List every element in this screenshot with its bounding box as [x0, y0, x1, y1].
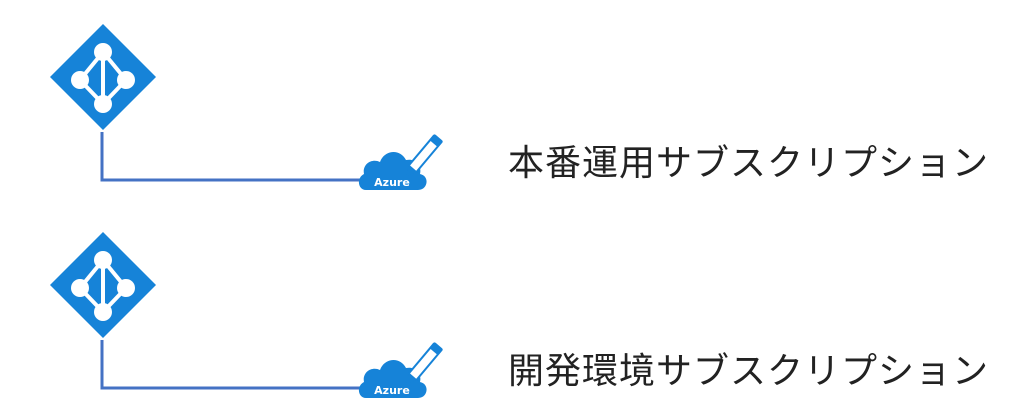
azure-active-directory-icon — [50, 232, 156, 338]
subscription-label: 開発環境サブスクリプション — [508, 351, 990, 392]
subscription-row-development: Azure 開発環境サブスクリプション — [0, 208, 1024, 416]
azure-badge-text: Azure — [374, 176, 410, 189]
subscription-label: 本番運用サブスクリプション — [508, 143, 990, 184]
azure-badge-text: Azure — [374, 384, 410, 397]
subscription-row-production: Azure 本番運用サブスクリプション — [50, 24, 990, 190]
azure-subscription-cloud-pencil-icon: Azure — [358, 342, 443, 398]
azure-subscription-cloud-pencil-icon: Azure — [358, 134, 443, 190]
connector-line — [100, 340, 360, 390]
connector-line — [100, 132, 360, 182]
azure-active-directory-icon — [50, 24, 156, 130]
